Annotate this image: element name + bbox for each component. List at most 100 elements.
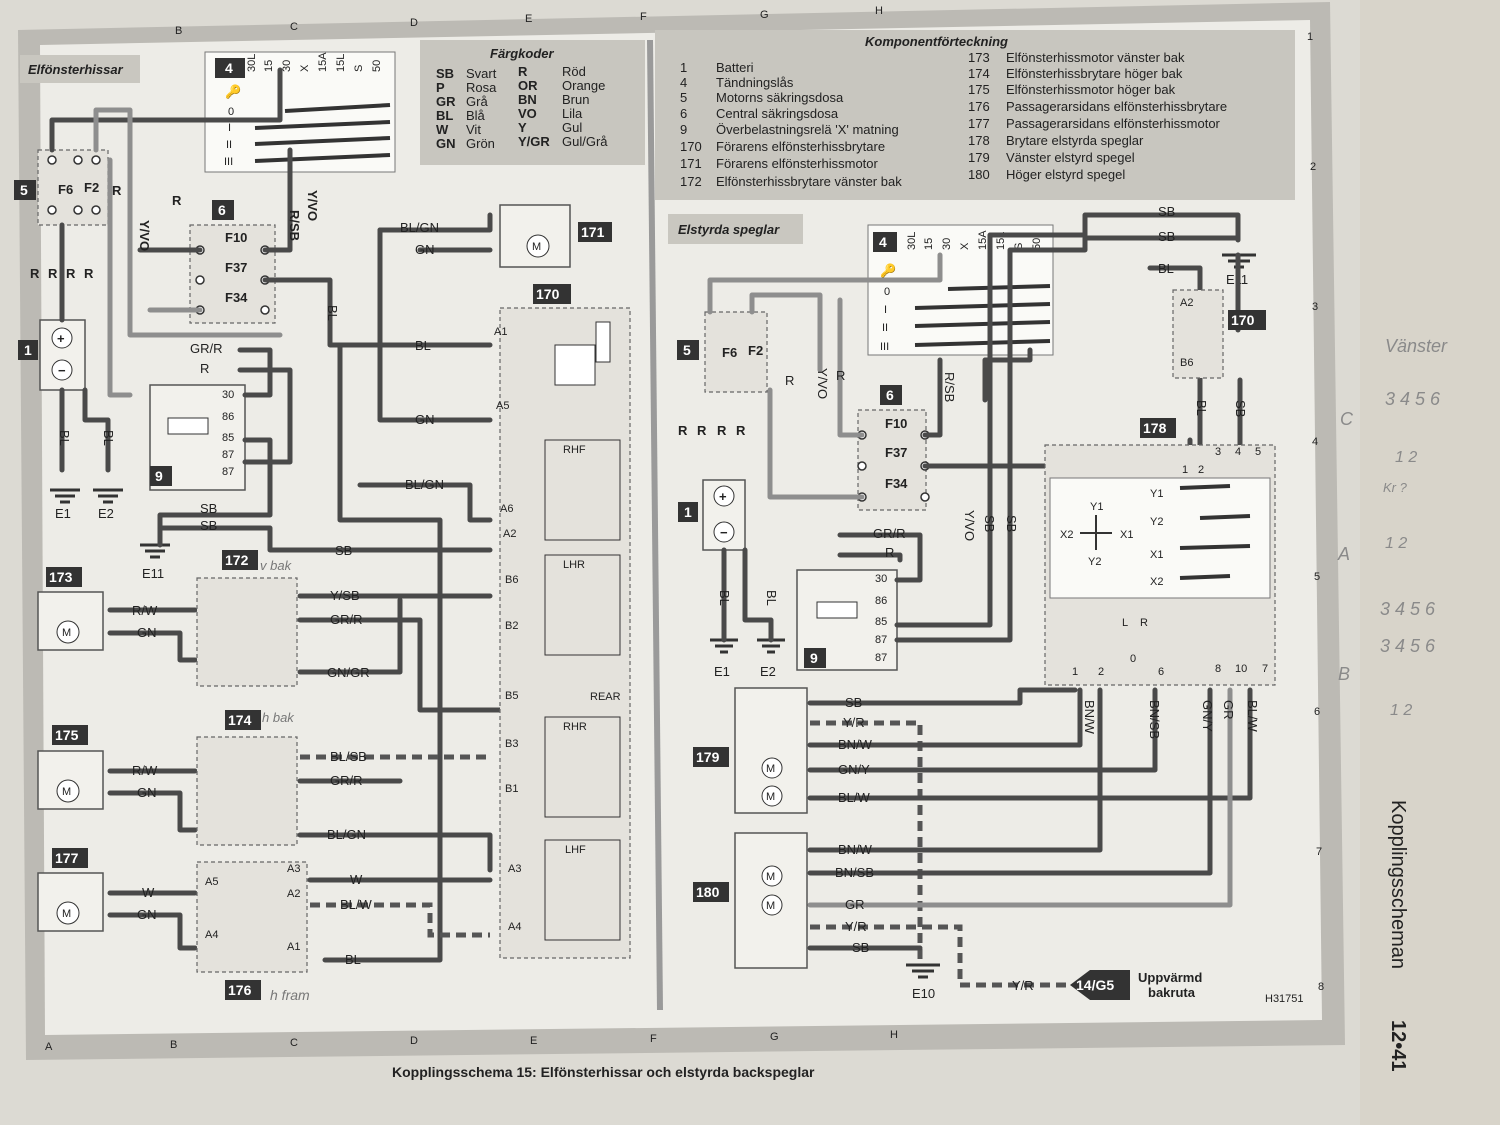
- svg-text:BL/GN: BL/GN: [400, 220, 439, 235]
- svg-text:180: 180: [968, 167, 990, 182]
- svg-text:M: M: [766, 763, 775, 775]
- svg-text:BN/W: BN/W: [1082, 700, 1097, 735]
- svg-text:GR/R: GR/R: [873, 526, 906, 541]
- relay-9-right: 9 30 86 85 87 87: [796, 569, 898, 671]
- svg-text:9: 9: [680, 122, 687, 137]
- svg-text:Y2: Y2: [1150, 516, 1163, 528]
- svg-text:A5: A5: [496, 400, 509, 412]
- svg-text:BL: BL: [345, 952, 361, 967]
- svg-text:175: 175: [55, 727, 79, 743]
- svg-text:E10: E10: [912, 986, 935, 1001]
- svg-text:R: R: [717, 423, 727, 438]
- svg-text:R: R: [1140, 617, 1148, 629]
- svg-text:85: 85: [875, 616, 887, 628]
- svg-text:176: 176: [228, 982, 252, 998]
- svg-text:30: 30: [222, 389, 234, 401]
- svg-text:X2: X2: [1060, 529, 1073, 541]
- svg-text:1: 1: [1182, 464, 1188, 476]
- svg-text:III: III: [224, 156, 233, 168]
- svg-text:F2: F2: [748, 343, 763, 358]
- svg-text:E: E: [525, 13, 532, 25]
- svg-text:3: 3: [1215, 446, 1221, 458]
- svg-text:4: 4: [1235, 446, 1241, 458]
- svg-text:30: 30: [875, 573, 887, 585]
- svg-text:86: 86: [222, 411, 234, 423]
- svg-text:SB: SB: [1233, 400, 1248, 417]
- svg-text:R: R: [66, 266, 76, 281]
- svg-text:X2: X2: [1150, 576, 1163, 588]
- svg-text:A4: A4: [508, 921, 521, 933]
- svg-text:BL: BL: [325, 305, 340, 321]
- svg-text:Y: Y: [518, 120, 527, 135]
- svg-text:REAR: REAR: [590, 691, 621, 703]
- svg-text:W: W: [350, 872, 363, 887]
- svg-text:Y1: Y1: [1090, 501, 1103, 513]
- svg-text:87: 87: [222, 466, 234, 478]
- svg-text:E2: E2: [98, 506, 114, 521]
- svg-text:Y/VO: Y/VO: [815, 368, 830, 399]
- svg-text:SB: SB: [200, 518, 217, 533]
- svg-text:GN: GN: [137, 907, 157, 922]
- svg-text:170: 170: [680, 139, 702, 154]
- svg-text:Kr ?: Kr ?: [1383, 480, 1408, 495]
- svg-text:GR/R: GR/R: [330, 773, 363, 788]
- svg-text:Förarens elfönsterhissmotor: Förarens elfönsterhissmotor: [716, 156, 879, 171]
- fuse-box-6-right: 6 F10 F37 F34: [857, 385, 930, 511]
- svg-text:III: III: [880, 341, 889, 353]
- svg-text:W: W: [436, 122, 449, 137]
- svg-text:0: 0: [884, 286, 890, 298]
- svg-text:VO: VO: [518, 106, 537, 121]
- svg-text:30: 30: [281, 60, 293, 72]
- svg-text:A4: A4: [205, 929, 218, 941]
- svg-text:R: R: [518, 64, 528, 79]
- svg-text:Brytare elstyrda speglar: Brytare elstyrda speglar: [1006, 133, 1144, 148]
- svg-text:Vit: Vit: [466, 122, 481, 137]
- section-left-tab: Elfönsterhissar: [20, 55, 140, 83]
- svg-text:BL/W: BL/W: [340, 897, 373, 912]
- svg-text:SB: SB: [982, 515, 997, 532]
- svg-text:E11: E11: [142, 566, 164, 581]
- svg-text:BL/GN: BL/GN: [405, 477, 444, 492]
- svg-text:A6: A6: [500, 503, 513, 515]
- svg-text:10: 10: [1235, 663, 1247, 675]
- svg-text:F: F: [650, 1033, 657, 1045]
- svg-text:B6: B6: [1180, 357, 1193, 369]
- svg-text:Elfönsterhissmotor vänster bak: Elfönsterhissmotor vänster bak: [1006, 50, 1185, 65]
- svg-text:B6: B6: [505, 574, 518, 586]
- svg-text:170: 170: [536, 286, 560, 302]
- svg-text:+: +: [719, 489, 727, 504]
- svg-text:85: 85: [222, 432, 234, 444]
- svg-text:2: 2: [1310, 161, 1316, 173]
- svg-text:172: 172: [680, 174, 702, 189]
- svg-text:I: I: [228, 122, 231, 134]
- svg-text:R/SB: R/SB: [942, 372, 957, 402]
- svg-text:A3: A3: [508, 863, 521, 875]
- motor-175: M 175: [37, 725, 104, 810]
- svg-text:1 2: 1 2: [1385, 535, 1407, 552]
- svg-text:E1: E1: [714, 664, 730, 679]
- svg-text:E: E: [530, 1035, 537, 1047]
- svg-text:A3: A3: [287, 863, 300, 875]
- svg-text:171: 171: [581, 224, 605, 240]
- svg-text:H: H: [875, 5, 883, 17]
- svg-text:D: D: [410, 1035, 418, 1047]
- svg-text:50: 50: [1031, 238, 1043, 250]
- svg-text:87: 87: [222, 449, 234, 461]
- switch-176: 176 A5 A3 A2 A4 A1: [196, 861, 308, 1000]
- svg-text:Grå: Grå: [466, 94, 488, 109]
- svg-text:X: X: [959, 242, 971, 250]
- motor-173: M 173: [37, 567, 104, 651]
- ignition-switch-right: 4 30L 15 30 X 15A 15L S 50 🔑 0 I II III: [867, 224, 1054, 356]
- svg-text:Orange: Orange: [562, 78, 605, 93]
- svg-text:173: 173: [49, 569, 73, 585]
- svg-text:SB: SB: [436, 66, 454, 81]
- svg-text:Grön: Grön: [466, 136, 495, 151]
- ground-e10: E10: [906, 963, 940, 1001]
- svg-text:BL: BL: [764, 590, 779, 606]
- controller-170: 170 RHF LHR REAR RHR LHF A1 A5 A6 A2 B6 …: [494, 284, 631, 959]
- svg-text:F10: F10: [225, 230, 247, 245]
- svg-text:SB: SB: [1158, 229, 1175, 244]
- svg-text:GN: GN: [436, 136, 456, 151]
- svg-text:F2: F2: [84, 180, 99, 195]
